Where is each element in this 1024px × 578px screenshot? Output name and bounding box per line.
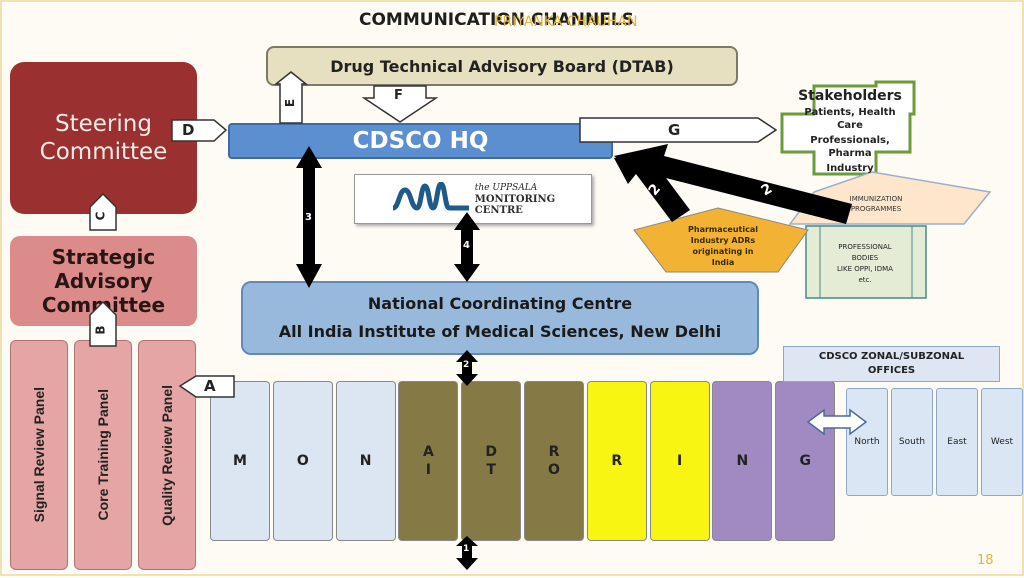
- quality-review-label: Quality Review Panel: [159, 384, 175, 526]
- uppsala-line-1: the UPPSALA: [474, 182, 538, 193]
- signal-review-label: Signal Review Panel: [31, 387, 47, 523]
- steering-line-1: Steering: [55, 111, 152, 137]
- overlay-title: PRIYANKA CHAUHAN: [494, 14, 638, 30]
- arrow-e-label: E: [283, 98, 298, 108]
- steering-committee-box: Steering Committee: [10, 62, 197, 214]
- monitoring-column: M: [210, 381, 270, 541]
- zone-east: East: [936, 388, 978, 496]
- pharma-line-3: originating in: [692, 247, 754, 256]
- arrow-2-label: 2: [463, 360, 470, 370]
- strategic-line-2: Advisory: [54, 269, 153, 293]
- core-training-label: Core Training Panel: [95, 389, 111, 521]
- professional-line-3: LIKE OPPI, IDMA: [837, 265, 893, 273]
- arrow-d-label: D: [182, 121, 195, 139]
- zone-south: South: [891, 388, 933, 496]
- arrow-1-label: 1: [463, 544, 470, 554]
- pharma-text: Pharmaceutical Industry ADRs originating…: [668, 224, 778, 268]
- strategic-advisory-committee-box: Strategic Advisory Committee: [10, 236, 197, 326]
- cdsco-zonal-header: CDSCO ZONAL/SUBZONAL OFFICES: [783, 346, 1000, 382]
- monitoring-column: R: [586, 381, 647, 541]
- arrow-2a-label: 2: [645, 181, 665, 199]
- quality-review-panel: Quality Review Panel: [138, 340, 196, 570]
- ncc-line-2: All India Institute of Medical Sciences,…: [278, 322, 722, 341]
- monitoring-column: G: [775, 381, 836, 541]
- uppsala-line-2: MONITORING: [474, 193, 556, 205]
- monitoring-column: N: [335, 381, 396, 541]
- page-number: 18: [977, 553, 994, 568]
- uppsala-monitoring-centre-logo: the UPPSALA MONITORING CENTRE: [354, 174, 592, 224]
- monitoring-column: I: [649, 381, 710, 541]
- monitoring-column: N: [712, 381, 773, 541]
- stakeholders-text: Stakeholders Patients, Health Care Profe…: [790, 88, 910, 175]
- immunization-line-1: IMMUNIZATION: [849, 195, 903, 203]
- strategic-line-3: Committee: [41, 293, 166, 317]
- pharma-line-2: Industry ADRs: [690, 236, 756, 245]
- stakeholders-line-1: Patients, Health Care: [804, 107, 896, 131]
- uppsala-line-3: CENTRE: [474, 204, 523, 216]
- arrow-2b-label: 2: [758, 180, 776, 200]
- monitoring-column: A I: [398, 381, 459, 541]
- zone-west: West: [981, 388, 1023, 496]
- zone-north: North: [846, 388, 888, 496]
- stakeholders-line-3: Industry: [826, 163, 874, 174]
- monitoring-column: R O: [524, 381, 584, 541]
- arrow-4-label: 4: [463, 240, 470, 251]
- immunization-text: IMMUNIZATION PROGRAMMES: [834, 194, 918, 214]
- national-coordinating-centre-box: National Coordinating Centre All India I…: [241, 281, 759, 355]
- stakeholders-title: Stakeholders: [798, 88, 902, 104]
- signal-review-panel: Signal Review Panel: [10, 340, 68, 570]
- cdsco-hq-box: CDSCO HQ: [228, 123, 613, 159]
- arrow-b-label: B: [93, 325, 108, 335]
- uppsala-wave-icon: [391, 182, 469, 211]
- professional-bodies-text: PROFESSIONAL BODIES LIKE OPPI, IDMA etc.: [822, 242, 908, 286]
- professional-line-4: etc.: [858, 276, 872, 284]
- immunization-line-2: PROGRAMMES: [850, 205, 902, 213]
- arrow-c-label: C: [93, 211, 108, 221]
- pharma-line-4: India: [711, 258, 735, 267]
- zonal-line-1: CDSCO ZONAL/SUBZONAL: [818, 351, 965, 362]
- core-training-panel: Core Training Panel: [74, 340, 132, 570]
- pharma-line-1: Pharmaceutical: [688, 225, 758, 234]
- arrow-a-label: A: [204, 377, 216, 395]
- monitoring-column: O: [272, 381, 333, 541]
- arrow-3-label: 3: [305, 212, 312, 223]
- arrow-g-label: G: [668, 121, 681, 139]
- professional-line-2: BODIES: [851, 254, 879, 262]
- monitoring-column: D T: [461, 381, 522, 541]
- dtab-box: Drug Technical Advisory Board (DTAB): [266, 46, 738, 86]
- steering-line-2: Committee: [39, 139, 168, 165]
- slide-title: COMMUNICATION CHANNELS: [359, 10, 634, 30]
- stakeholders-line-2: Professionals, Pharma: [810, 135, 890, 159]
- professional-line-1: PROFESSIONAL: [838, 243, 892, 251]
- strategic-line-1: Strategic: [51, 245, 156, 269]
- arrow-f-label: F: [394, 88, 403, 103]
- zonal-line-2: OFFICES: [867, 365, 916, 376]
- ncc-line-1: National Coordinating Centre: [367, 294, 633, 313]
